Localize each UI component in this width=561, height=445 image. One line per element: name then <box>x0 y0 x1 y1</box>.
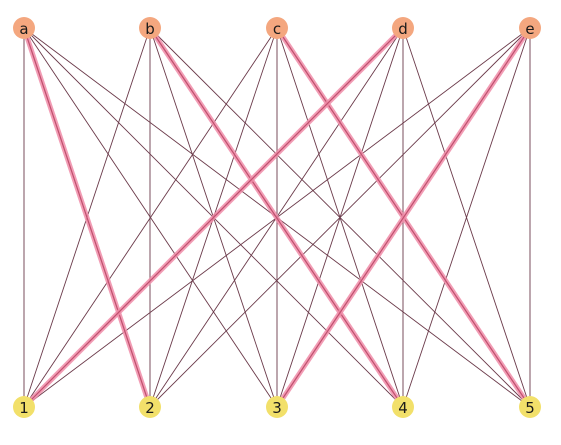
bottom-node-5: 5 <box>519 396 541 418</box>
bottom-node-3: 3 <box>266 396 288 418</box>
matching-edges-layer <box>21 25 533 410</box>
node-label: 4 <box>398 399 408 417</box>
top-node-e: e <box>519 17 541 39</box>
node-circle <box>266 17 288 39</box>
edge-e-4 <box>402 27 531 408</box>
matching-edge-line <box>276 27 531 408</box>
edge-c-1 <box>23 27 278 408</box>
node-label: 3 <box>272 399 282 417</box>
node-circle <box>13 396 35 418</box>
node-circle <box>139 396 161 418</box>
node-label: e <box>525 20 534 38</box>
node-label: 5 <box>525 399 535 417</box>
top-node-b: b <box>139 17 161 39</box>
matching-edge-line <box>149 27 404 408</box>
matching-edge-e-3 <box>274 25 533 410</box>
node-label: a <box>19 20 28 38</box>
top-node-d: d <box>392 17 414 39</box>
node-label: d <box>398 20 408 38</box>
matching-edge-b-4 <box>147 25 406 410</box>
node-circle <box>392 17 414 39</box>
bottom-node-1: 1 <box>13 396 35 418</box>
matching-edge-line <box>23 27 151 408</box>
edge-e-2 <box>149 27 531 408</box>
node-circle <box>519 396 541 418</box>
matching-edge-a-2 <box>21 25 153 410</box>
node-label: b <box>145 20 155 38</box>
bottom-node-2: 2 <box>139 396 161 418</box>
node-label: 2 <box>145 399 155 417</box>
top-node-c: c <box>266 17 288 39</box>
node-circle <box>392 396 414 418</box>
node-circle <box>266 396 288 418</box>
bottom-node-4: 4 <box>392 396 414 418</box>
node-label: c <box>273 20 281 38</box>
matching-edge-d-1 <box>21 25 406 410</box>
node-label: 1 <box>19 399 29 417</box>
node-circle <box>13 17 35 39</box>
node-circle <box>139 17 161 39</box>
nodes-layer: a b c d e 1 2 3 4 5 <box>13 17 541 418</box>
top-node-a: a <box>13 17 35 39</box>
matching-edge-line <box>23 27 404 408</box>
node-circle <box>519 17 541 39</box>
